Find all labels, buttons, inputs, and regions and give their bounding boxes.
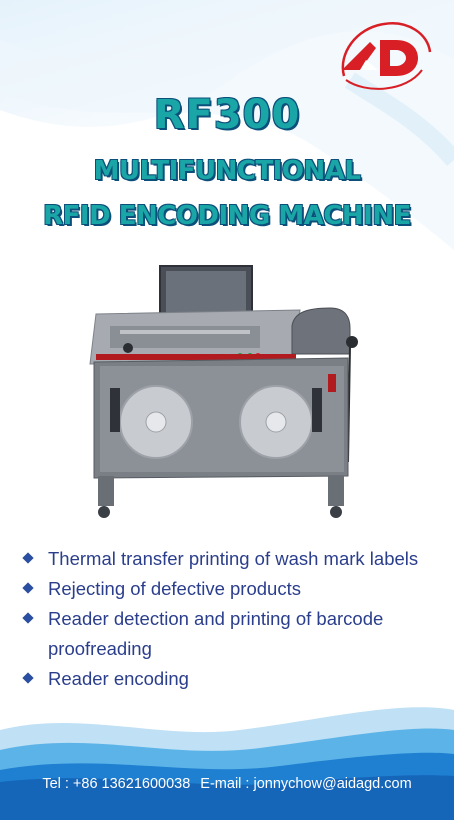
rfid-encoding-machine-image bbox=[89, 265, 358, 518]
diamond-bullet-icon bbox=[22, 552, 34, 564]
product-subtitle-line-1: MULTIFUNCTIONAL bbox=[93, 156, 361, 186]
diamond-bullet-icon bbox=[22, 672, 34, 684]
feature-text: Rejecting of defective products bbox=[48, 578, 301, 599]
feature-item: Reader encoding bbox=[22, 664, 418, 694]
feature-text: Thermal transfer printing of wash mark l… bbox=[48, 548, 419, 569]
phone-contact: Tel : +86 13621600038 bbox=[42, 776, 191, 792]
diamond-bullet-icon bbox=[22, 612, 34, 624]
email-contact: E-mail : jonnychow@aidagd.com bbox=[200, 776, 412, 792]
feature-item: Reader detection and printing of barcode… bbox=[22, 604, 418, 664]
feature-text: Reader encoding bbox=[48, 668, 189, 689]
company-logo bbox=[341, 22, 432, 90]
feature-list: Thermal transfer printing of wash mark l… bbox=[22, 544, 418, 694]
diamond-bullet-icon bbox=[22, 582, 34, 594]
product-subtitle-line-2: RFID ENCODING MACHINE bbox=[43, 201, 411, 231]
feature-text: Reader detection and printing of barcode bbox=[48, 608, 384, 629]
feature-text-continuation: proofreading bbox=[48, 638, 152, 659]
footer-wave-decoration bbox=[0, 707, 454, 820]
contact-footer: Tel : +86 13621600038 E-mail : jonnychow… bbox=[0, 776, 454, 792]
feature-item: Rejecting of defective products bbox=[22, 574, 418, 604]
product-model-title: RF300 bbox=[153, 92, 301, 138]
feature-item: Thermal transfer printing of wash mark l… bbox=[22, 544, 418, 574]
